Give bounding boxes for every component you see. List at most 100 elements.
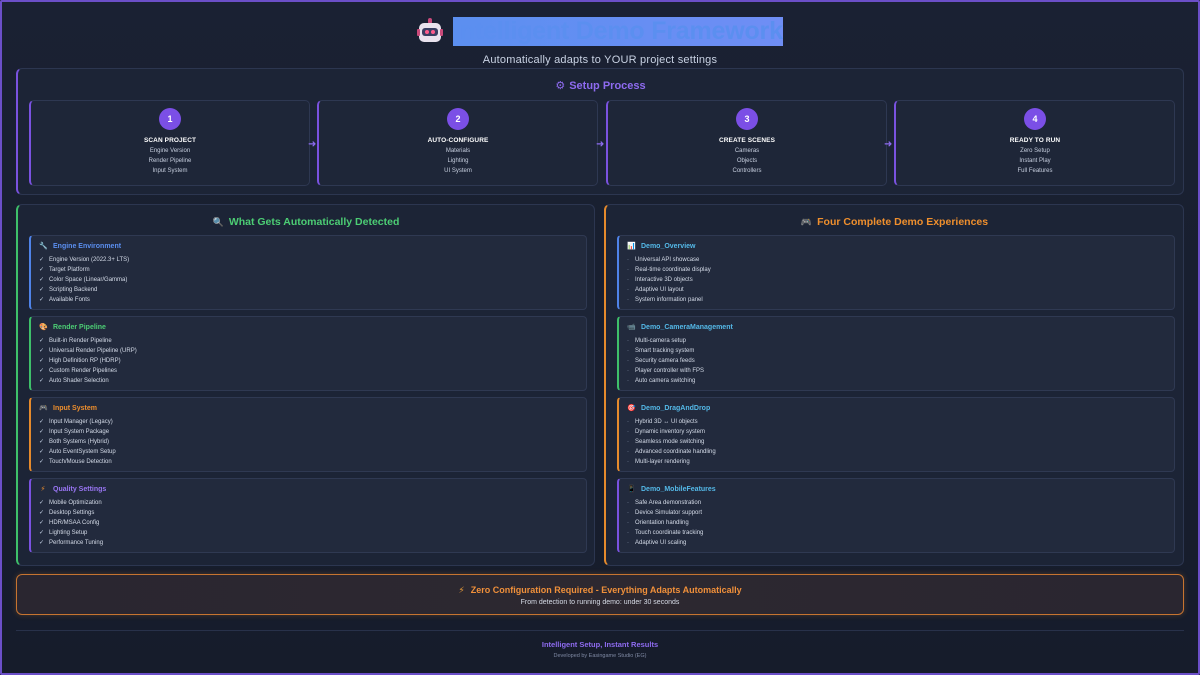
- wrench-icon: 🔧: [39, 242, 48, 250]
- list-item: ·Adaptive UI layout: [627, 285, 1174, 295]
- title-row: Intelligent Demo Framework: [0, 14, 1200, 48]
- step-item: Input System: [152, 168, 188, 174]
- list-item: ·Universal API showcase: [627, 255, 1174, 265]
- card-list: ·Multi-camera setup ·Smart tracking syst…: [627, 336, 1174, 386]
- list-item: ✓Mobile Optimization: [39, 498, 586, 508]
- page-footer: Intelligent Setup, Instant Results Devel…: [0, 640, 1200, 659]
- check-icon: ✓: [39, 439, 45, 445]
- list-item: ✓ Engine Version (2022.3+ LTS): [39, 255, 586, 265]
- list-item: ·Safe Area demonstration: [627, 498, 1174, 508]
- list-item-label: Seamless mode switching: [635, 439, 705, 445]
- arrow-right-icon: ➜: [596, 139, 605, 150]
- bullet-icon: ·: [627, 368, 629, 374]
- step-item: UI System: [444, 168, 472, 174]
- list-item-label: Player controller with FPS: [635, 368, 705, 374]
- list-item: ✓High Definition RP (HDRP): [39, 356, 586, 366]
- list-item: ✓Input Manager (Legacy): [39, 417, 586, 427]
- card-header: 🎮 Input System: [39, 404, 586, 413]
- detection-panel: 🔍What Gets Automatically Detected 🔧 Engi…: [16, 204, 595, 566]
- bullet-icon: ·: [627, 257, 629, 263]
- demo-card-camera[interactable]: 📹 Demo_CameraManagement ·Multi-camera se…: [617, 316, 1175, 391]
- list-item-label: Mobile Optimization: [49, 500, 102, 506]
- list-item: ✓Universal Render Pipeline (URP): [39, 346, 586, 356]
- detect-card-engine: 🔧 Engine Environment ✓Engine Version (20…: [29, 235, 587, 310]
- list-item: ✓Input System Package: [39, 427, 586, 437]
- setup-step-3: 3 CREATE SCENES Cameras Objects Controll…: [606, 100, 887, 186]
- list-item-label: Touch/Mouse Detection: [49, 459, 112, 465]
- experiences-panel: 🎮Four Complete Demo Experiences 📊 Demo_O…: [604, 204, 1184, 566]
- list-item: ✓Color Space (Linear/Gamma): [39, 275, 586, 285]
- demo-card-overview[interactable]: 📊 Demo_Overview ·Universal API showcase …: [617, 235, 1175, 310]
- list-item-label: High Definition RP (HDRP): [49, 358, 121, 364]
- banner-subtitle: From detection to running demo: under 30…: [520, 599, 680, 606]
- bullet-icon: ·: [627, 429, 629, 435]
- lightning-icon: ⚡: [40, 485, 46, 493]
- check-icon: ✓: [39, 520, 45, 526]
- step-item: Render Pipeline: [148, 158, 192, 164]
- bullet-icon: ·: [627, 338, 629, 344]
- list-item-label: Device Simulator support: [635, 510, 703, 516]
- footer-divider: [16, 630, 1184, 631]
- arrow-right-icon: ➜: [308, 139, 317, 150]
- check-icon: ✓: [39, 378, 45, 384]
- banner-title-label: Zero Configuration Required - Everything…: [470, 585, 742, 595]
- card-header: 📹 Demo_CameraManagement: [627, 323, 1174, 332]
- demo-card-draganddrop[interactable]: 🎯 Demo_DragAndDrop ·Hybrid 3D ↔ UI objec…: [617, 397, 1175, 472]
- list-item-label: Input Manager (Legacy): [49, 419, 113, 425]
- bullet-icon: ·: [627, 510, 629, 516]
- list-item: ·Smart tracking system: [627, 346, 1174, 356]
- list-item: ·Multi-layer rendering: [627, 457, 1174, 467]
- list-item-label: HDR/MSAA Config: [49, 520, 100, 526]
- list-item-label: Engine Version (2022.3+ LTS): [49, 257, 130, 263]
- step-item: Controllers: [732, 168, 762, 174]
- detect-card-input: 🎮 Input System ✓Input Manager (Legacy) ✓…: [29, 397, 587, 472]
- list-item-label: Dynamic inventory system: [635, 429, 706, 435]
- list-item-label: Auto EventSystem Setup: [49, 449, 116, 455]
- card-header: 🎯 Demo_DragAndDrop: [627, 404, 1174, 413]
- card-title: Demo_MobileFeatures: [641, 486, 716, 493]
- step-item: Materials: [445, 148, 471, 154]
- bullet-icon: ·: [627, 459, 629, 465]
- demo-card-mobile[interactable]: 📱 Demo_MobileFeatures ·Safe Area demonst…: [617, 478, 1175, 553]
- list-item: ✓Auto Shader Selection: [39, 376, 586, 386]
- list-item-label: Real-time coordinate display: [635, 267, 711, 273]
- bullet-icon: ·: [627, 439, 629, 445]
- list-item-label: System information panel: [635, 297, 703, 303]
- bullet-icon: ·: [627, 277, 629, 283]
- list-item-label: Desktop Settings: [49, 510, 95, 516]
- gamepad-icon: 🎮: [800, 217, 813, 227]
- card-list: ✓Input Manager (Legacy) ✓Input System Pa…: [39, 417, 586, 467]
- check-icon: ✓: [39, 449, 45, 455]
- bullet-icon: ·: [627, 378, 629, 384]
- list-item: ·Auto camera switching: [627, 376, 1174, 386]
- check-icon: ✓: [39, 338, 45, 344]
- check-icon: ✓: [39, 257, 45, 263]
- lightning-icon: ⚡: [458, 585, 465, 595]
- list-item-label: Color Space (Linear/Gamma): [49, 277, 128, 283]
- list-item-label: Safe Area demonstration: [635, 500, 702, 506]
- check-icon: ✓: [39, 297, 45, 303]
- setup-step-4: 4 READY TO RUN Zero Setup Instant Play F…: [894, 100, 1175, 186]
- card-title: Quality Settings: [53, 486, 107, 493]
- setup-title: ⚙Setup Process: [18, 79, 1183, 92]
- list-item-label: Custom Render Pipelines: [49, 368, 118, 374]
- phone-icon: 📱: [627, 485, 636, 493]
- check-icon: ✓: [39, 540, 45, 546]
- list-item-label: Scripting Backend: [49, 287, 98, 293]
- bullet-icon: ·: [627, 267, 629, 273]
- card-list: ·Safe Area demonstration ·Device Simulat…: [627, 498, 1174, 548]
- gear-icon: ⚙: [555, 80, 566, 92]
- list-item: ✓Both Systems (Hybrid): [39, 437, 586, 447]
- arrow-right-icon: ➜: [884, 139, 893, 150]
- list-item: ✓Performance Tuning: [39, 538, 586, 548]
- card-list: ·Universal API showcase · Real-time coord…: [627, 255, 1174, 305]
- card-list: ·Hybrid 3D ↔ UI objects ·Dynamic invento…: [627, 417, 1174, 467]
- card-header: 📊 Demo_Overview: [627, 242, 1174, 251]
- list-item: ✓Target Platform: [39, 265, 586, 275]
- bullet-icon: ·: [627, 530, 629, 536]
- palette-icon: 🎨: [39, 323, 48, 331]
- step-title: READY TO RUN: [1009, 137, 1061, 144]
- list-item: ✓Lighting Setup: [39, 528, 586, 538]
- list-item: ✓Touch/Mouse Detection: [39, 457, 586, 467]
- list-item-label: Input System Package: [49, 429, 110, 435]
